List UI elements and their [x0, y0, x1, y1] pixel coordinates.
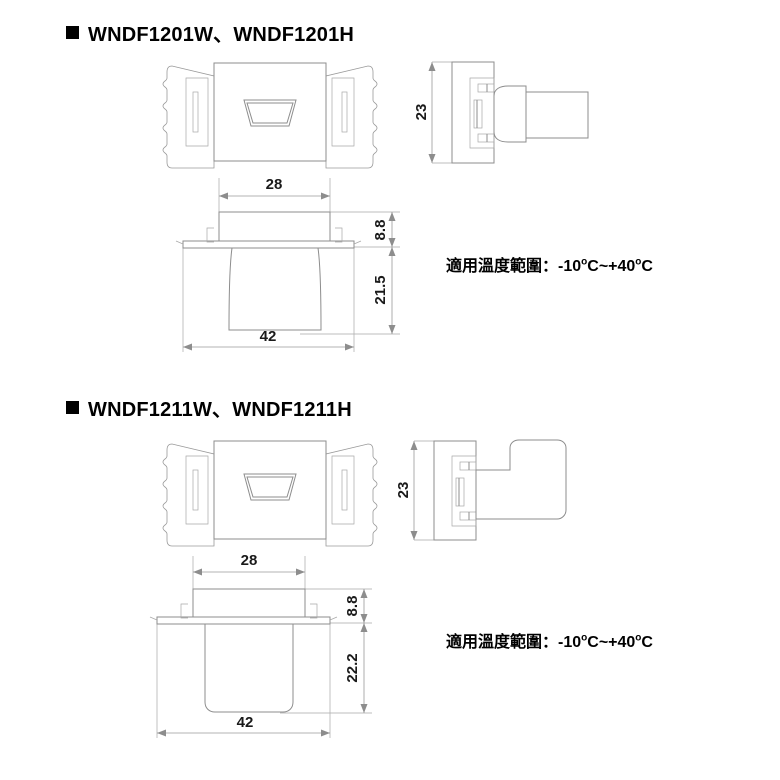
dim-bottom-width-1: 42 [260, 328, 277, 345]
degree-icon: o [635, 632, 642, 644]
dim-bottom-width-2: 42 [237, 714, 254, 731]
front-view-wndf1211 [162, 440, 378, 547]
temp-unit-1: C [587, 634, 599, 651]
temp-min: -10 [558, 258, 582, 275]
section-title-text: WNDF1201W、WNDF1201H [88, 24, 355, 46]
plan-view-wndf1201: 28 42 8.8 21.5 [175, 176, 400, 352]
temp-range-sep: ~+40 [598, 258, 636, 275]
temperature-range-note-1: 適用溫度範圍：-10oC~+40oC [446, 252, 653, 276]
degree-icon: o [581, 632, 588, 644]
dim-body-height-1: 21.5 [372, 275, 389, 304]
dim-side-height-2: 23 [395, 482, 412, 499]
temp-unit-2: C [641, 634, 653, 651]
side-view-wndf1201: 23 [413, 61, 589, 164]
section-title-wndf1201: WNDF1201W、WNDF1201H [66, 18, 354, 47]
temp-label: 適用溫度範圍： [446, 634, 559, 651]
section-title-text: WNDF1211W、WNDF1211H [88, 399, 352, 421]
front-view-wndf1201 [162, 62, 378, 169]
bullet-square-icon [66, 26, 79, 39]
temp-unit-1: C [587, 258, 599, 275]
dim-top-width-2: 28 [241, 552, 258, 569]
temperature-range-note-2: 適用溫度範圍：-10oC~+40oC [446, 628, 653, 652]
bullet-square-icon [66, 401, 79, 414]
degree-icon: o [581, 256, 588, 268]
degree-icon: o [635, 256, 642, 268]
temp-label: 適用溫度範圍： [446, 258, 559, 275]
dim-flange-height-2: 8.8 [344, 596, 361, 617]
temp-unit-2: C [641, 258, 653, 275]
temp-min: -10 [558, 634, 582, 651]
dim-body-height-2: 22.2 [344, 653, 361, 682]
section-title-wndf1211: WNDF1211W、WNDF1211H [66, 393, 352, 422]
temp-range-sep: ~+40 [598, 634, 636, 651]
dim-top-width-1: 28 [266, 176, 283, 193]
dim-flange-height-1: 8.8 [372, 220, 389, 241]
side-view-wndf1211: 23 [395, 439, 567, 541]
dim-side-height-1: 23 [413, 104, 430, 121]
plan-view-wndf1211: 28 42 8.8 22.2 [149, 552, 372, 738]
